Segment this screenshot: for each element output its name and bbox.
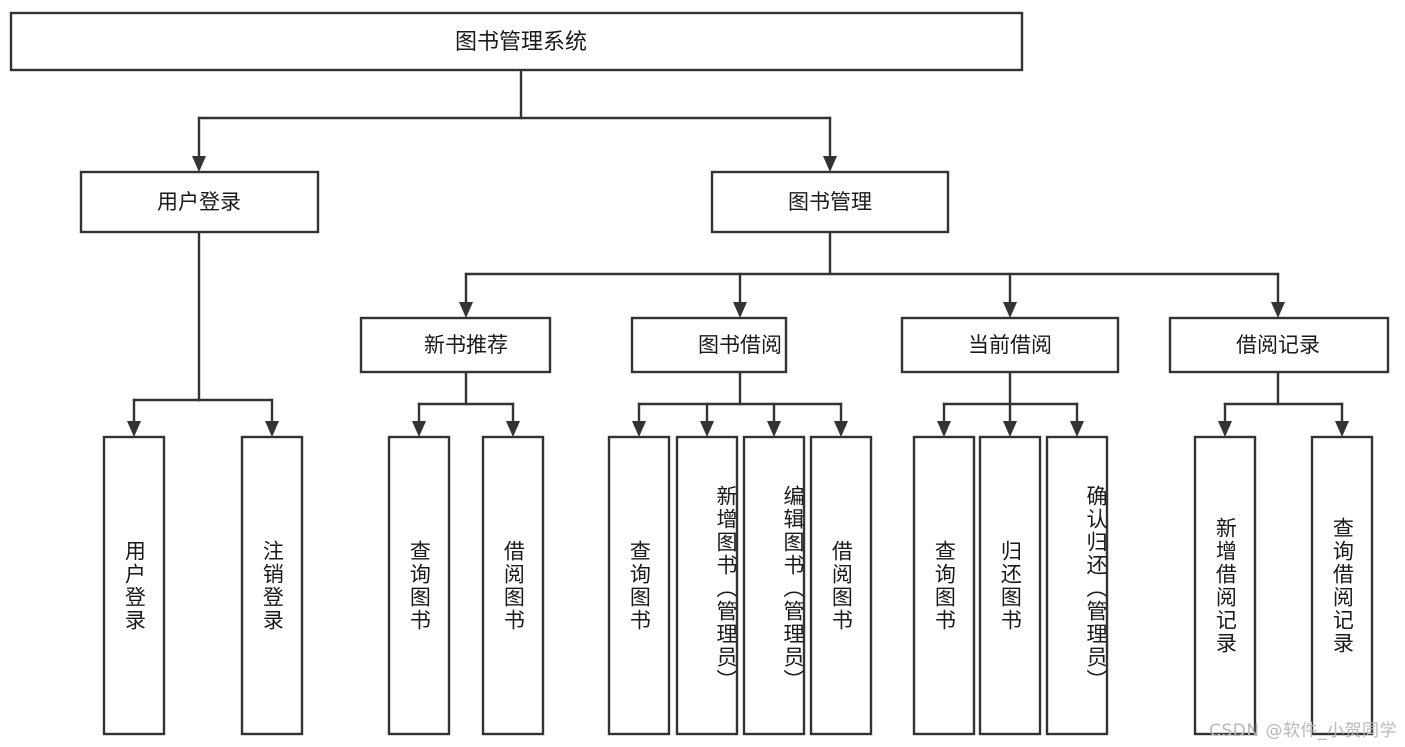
node-borrow-record-label: 借阅记录 xyxy=(1236,333,1320,357)
arrow-bm-to-current-borrow xyxy=(1003,302,1017,318)
node-root[interactable]: 图书管理系统 xyxy=(9,11,1024,72)
arrow-bb-to-leaf1 xyxy=(632,421,646,437)
node-leaf-query-record-box[interactable] xyxy=(1310,435,1374,736)
node-borrow-record-box[interactable] xyxy=(1168,316,1390,374)
edge-group-user-login xyxy=(127,230,279,437)
edge-group-root xyxy=(192,68,837,172)
node-book-management-box[interactable] xyxy=(710,170,950,234)
arrow-root-to-user-login xyxy=(192,156,206,172)
node-leaf-borrow-book-2-box[interactable] xyxy=(809,435,873,736)
arrow-br-to-leaf1 xyxy=(1218,421,1232,437)
node-new-book-recommend[interactable]: 新书推荐 xyxy=(359,316,552,374)
edge-group-current-borrow xyxy=(937,370,1084,437)
node-new-book-recommend-box[interactable] xyxy=(359,316,552,374)
arrow-bm-to-book-borrow xyxy=(733,302,747,318)
arrow-cb-to-leaf1 xyxy=(937,421,951,437)
node-leaf-edit-book-box[interactable] xyxy=(742,435,806,736)
edge-group-book-borrow xyxy=(632,370,848,437)
node-book-management-label: 图书管理 xyxy=(788,190,872,214)
node-user-login-box[interactable] xyxy=(79,170,320,234)
node-leaf-logout-box[interactable] xyxy=(240,435,304,736)
arrow-nbr-to-leaf2 xyxy=(506,421,520,437)
node-leaf-borrow-book-1-box[interactable] xyxy=(481,435,545,736)
arrow-bm-to-new-book xyxy=(459,302,473,318)
node-current-borrow-label: 当前借阅 xyxy=(968,333,1052,357)
node-leaf-confirm-return-box[interactable] xyxy=(1045,435,1109,736)
node-leaf-return-book-box[interactable] xyxy=(978,435,1042,736)
node-book-borrow[interactable]: 图书借阅 xyxy=(630,316,788,374)
node-borrow-record[interactable]: 借阅记录 xyxy=(1168,316,1390,374)
node-current-borrow-box[interactable] xyxy=(900,316,1120,374)
node-book-borrow-label: 图书借阅 xyxy=(698,333,782,357)
arrow-bb-to-leaf2 xyxy=(700,421,714,437)
arrow-user-login-to-leaf1 xyxy=(127,421,141,437)
edge-group-borrow-record xyxy=(1218,370,1349,437)
node-leaf-query-book-3-box[interactable] xyxy=(912,435,976,736)
edge-group-new-book-recommend xyxy=(412,370,520,437)
node-new-book-recommend-label: 新书推荐 xyxy=(424,333,508,357)
node-user-login-label: 用户登录 xyxy=(157,190,241,214)
node-leaf-add-record-box[interactable] xyxy=(1193,435,1257,736)
node-leaf-query-book-2-box[interactable] xyxy=(607,435,671,736)
arrow-bb-to-leaf3 xyxy=(767,421,781,437)
node-leaf-add-book-box[interactable] xyxy=(675,435,739,736)
node-leaf-query-book-1-box[interactable] xyxy=(387,435,451,736)
arrow-nbr-to-leaf1 xyxy=(412,421,426,437)
node-root-box[interactable] xyxy=(9,11,1024,72)
edge-group-book-management xyxy=(459,230,1285,318)
arrow-bb-to-leaf4 xyxy=(834,421,848,437)
arrow-root-to-book-management xyxy=(823,156,837,172)
node-leaf-user-login-box[interactable] xyxy=(102,435,166,736)
node-book-management[interactable]: 图书管理 xyxy=(710,170,950,234)
arrow-br-to-leaf2 xyxy=(1335,421,1349,437)
arrow-cb-to-leaf2 xyxy=(1003,421,1017,437)
node-user-login[interactable]: 用户登录 xyxy=(79,170,320,234)
arrow-bm-to-borrow-record xyxy=(1271,302,1285,318)
arrow-user-login-to-leaf2 xyxy=(265,421,279,437)
node-root-label: 图书管理系统 xyxy=(455,30,587,55)
arrow-cb-to-leaf3 xyxy=(1070,421,1084,437)
csdn-watermark: CSDN @软件_小贺同学 xyxy=(1209,721,1397,741)
node-current-borrow[interactable]: 当前借阅 xyxy=(900,316,1120,374)
node-book-borrow-box[interactable] xyxy=(630,316,788,374)
